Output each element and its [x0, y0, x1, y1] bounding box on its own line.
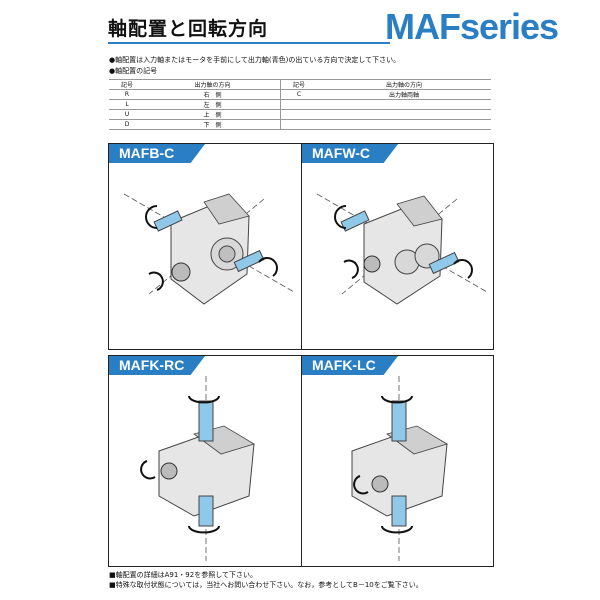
footnote-special: ■特殊な取付状態については，当社へお問い合わせ下さい。なお，参考としてB－10を… — [109, 581, 423, 589]
symbol-note: ●軸配置の記号 — [109, 67, 158, 75]
table-cell: D — [109, 119, 145, 130]
table-cell — [317, 119, 491, 130]
table-cell: 左 側 — [145, 99, 281, 110]
table-cell: L — [109, 99, 145, 110]
panel-mafk-lc: MAFK-LC — [301, 355, 494, 567]
table-cell: C — [280, 89, 317, 100]
panel-mafb-c: MAFB-C — [108, 143, 303, 350]
table-header-row: 記号 出力軸の方向 記号 出力軸の方向 — [109, 79, 491, 90]
table-cell — [317, 109, 491, 120]
table-row: L 左 側 — [109, 99, 491, 110]
instruction-note: ●軸配置は入力軸またはモータを手前にして出力軸(青色)の出ている方向で決定して下… — [109, 56, 401, 64]
title-underline — [108, 42, 390, 44]
table-header: 記号 — [109, 79, 145, 90]
table-cell — [280, 119, 317, 130]
table-cell: 上 側 — [145, 109, 281, 120]
table-row: R 右 側 C 出力軸両軸 — [109, 89, 491, 100]
panel-label: MAFK-LC — [302, 356, 398, 375]
table-row: U 上 側 — [109, 109, 491, 120]
panel-mafw-c: MAFW-C — [301, 143, 494, 350]
table-cell: 右 側 — [145, 89, 281, 100]
gearbox-illustration — [316, 193, 488, 305]
table-cell: R — [109, 89, 145, 100]
footnote-detail: ■軸配置の詳細はA91・92を参照して下さい。 — [109, 571, 258, 579]
table-header: 出力軸の方向 — [145, 79, 281, 90]
gearbox-illustration — [140, 376, 255, 561]
table-cell: 出力軸両軸 — [317, 89, 491, 100]
table-cell — [317, 99, 491, 110]
table-cell: 下 側 — [145, 119, 281, 130]
panel-mafk-rc: MAFK-RC — [108, 355, 303, 567]
gearbox-illustration — [123, 193, 295, 305]
series-logo: MAFseries — [385, 6, 559, 47]
table-header: 出力軸の方向 — [317, 79, 491, 90]
page-title: 軸配置と回転方向 — [108, 18, 269, 40]
table-cell: U — [109, 109, 145, 120]
symbol-table: 記号 出力軸の方向 記号 出力軸の方向 R 右 側 C 出力軸両軸 L 左 側 … — [109, 79, 491, 130]
table-cell — [280, 99, 317, 110]
panel-label: MAFK-RC — [109, 356, 205, 375]
table-cell — [280, 109, 317, 120]
table-header: 記号 — [280, 79, 317, 90]
gearbox-illustration — [351, 376, 448, 561]
table-row: D 下 側 — [109, 119, 491, 130]
panel-label: MAFB-C — [109, 144, 205, 163]
panel-label: MAFW-C — [302, 144, 398, 163]
